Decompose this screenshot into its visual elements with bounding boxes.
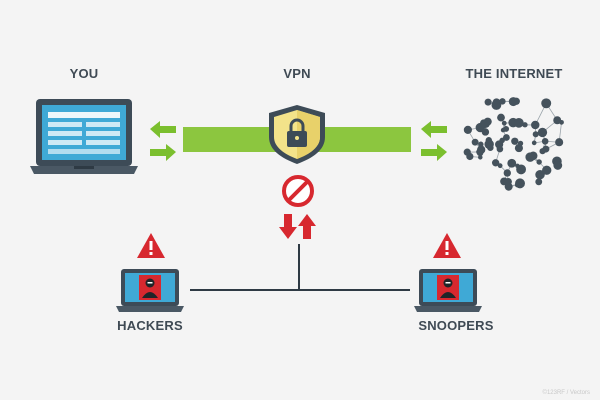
vpn-label: VPN (283, 66, 311, 81)
snoopers-label: SNOOPERS (418, 318, 494, 333)
network-node (531, 120, 540, 130)
connection-lines (190, 244, 410, 291)
arrow-right-icon (421, 144, 447, 161)
watermark: ©123RF / Vectors (542, 390, 590, 396)
arrow-up-icon (298, 214, 316, 239)
warning-icon (137, 233, 165, 258)
right-arrows (421, 121, 447, 161)
network-node (471, 138, 479, 146)
network-node (481, 128, 490, 136)
network-node (539, 148, 546, 155)
network-node (507, 158, 517, 168)
network-node (496, 145, 504, 153)
arrow-left-icon (150, 121, 176, 138)
network-node (478, 141, 484, 147)
network-node (499, 98, 506, 105)
network-node (503, 169, 511, 177)
arrow-down-icon (279, 214, 297, 239)
network-node (513, 117, 524, 128)
network-node (553, 161, 563, 170)
network-node (463, 125, 472, 134)
blocked-traffic-arrows (279, 214, 316, 239)
network-node (531, 140, 537, 146)
network-nodes-icon (463, 97, 564, 191)
network-node (501, 120, 507, 126)
network-node (499, 137, 505, 144)
network-node (535, 169, 545, 180)
network-node (511, 137, 519, 145)
hacker-laptop-icon (116, 269, 184, 312)
network-node (515, 163, 520, 169)
you-laptop-icon (30, 99, 138, 174)
network-node (502, 134, 510, 141)
left-arrows (150, 121, 176, 161)
you-label: YOU (69, 66, 99, 81)
network-node (541, 137, 549, 145)
network-node (542, 165, 552, 175)
arrow-left-icon (421, 121, 447, 138)
network-node (553, 116, 562, 125)
network-node (500, 127, 506, 133)
hacker-laptop-icon (414, 269, 482, 312)
arrow-right-icon (150, 144, 176, 161)
network-node (515, 178, 525, 189)
network-node (536, 159, 542, 165)
vpn-shield-icon (269, 105, 325, 164)
network-node (463, 148, 471, 156)
network-node (492, 98, 501, 106)
network-node (491, 159, 500, 167)
network-node (541, 98, 552, 109)
network-node (517, 140, 524, 147)
network-node (478, 155, 483, 160)
network-node (504, 182, 513, 191)
network-node (525, 152, 535, 162)
prohibited-icon (282, 175, 314, 207)
network-node (477, 145, 486, 154)
network-node (514, 144, 523, 153)
internet-label: THE INTERNET (465, 66, 563, 81)
network-node (484, 139, 494, 149)
network-node (508, 97, 518, 107)
network-node (484, 98, 492, 106)
network-node (532, 131, 539, 138)
network-node (480, 119, 488, 127)
network-node (497, 163, 503, 169)
network-node (535, 178, 543, 186)
hackers-label: HACKERS (117, 318, 183, 333)
network-node (537, 127, 548, 138)
warning-icon (433, 233, 461, 258)
network-node (555, 138, 564, 147)
network-node (497, 113, 505, 122)
